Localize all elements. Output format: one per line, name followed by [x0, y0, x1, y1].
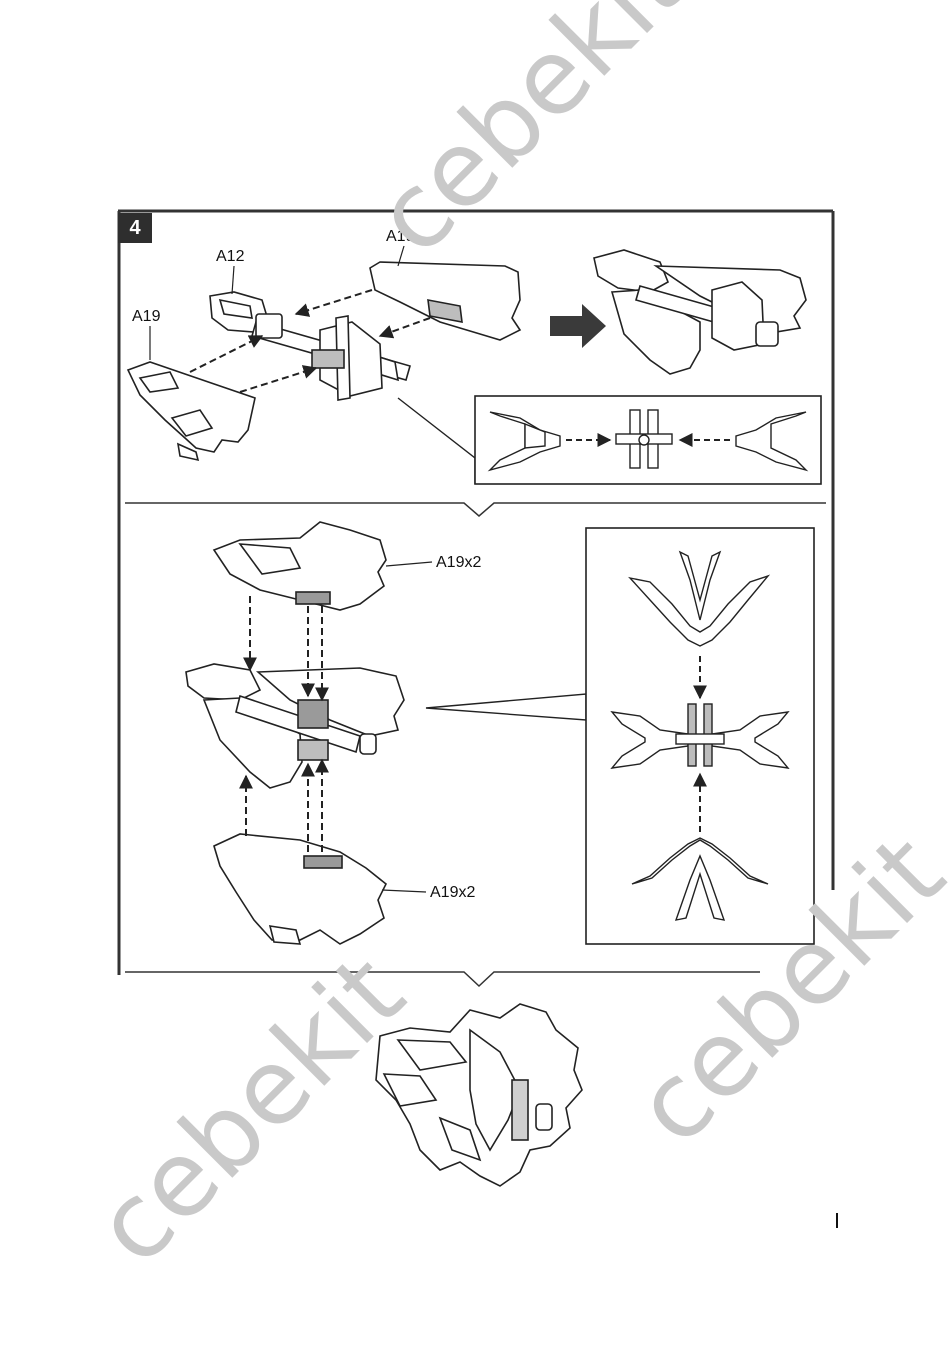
watermark-right: cebekit	[611, 812, 950, 1168]
watermark-top: cebekit	[351, 0, 707, 278]
watermark-left: cebekit	[71, 932, 427, 1288]
watermark-text-top: cebekit	[351, 0, 707, 278]
page-marker	[836, 1213, 838, 1228]
watermark-text-right: cebekit	[611, 812, 950, 1168]
watermark-text-left: cebekit	[71, 932, 427, 1288]
